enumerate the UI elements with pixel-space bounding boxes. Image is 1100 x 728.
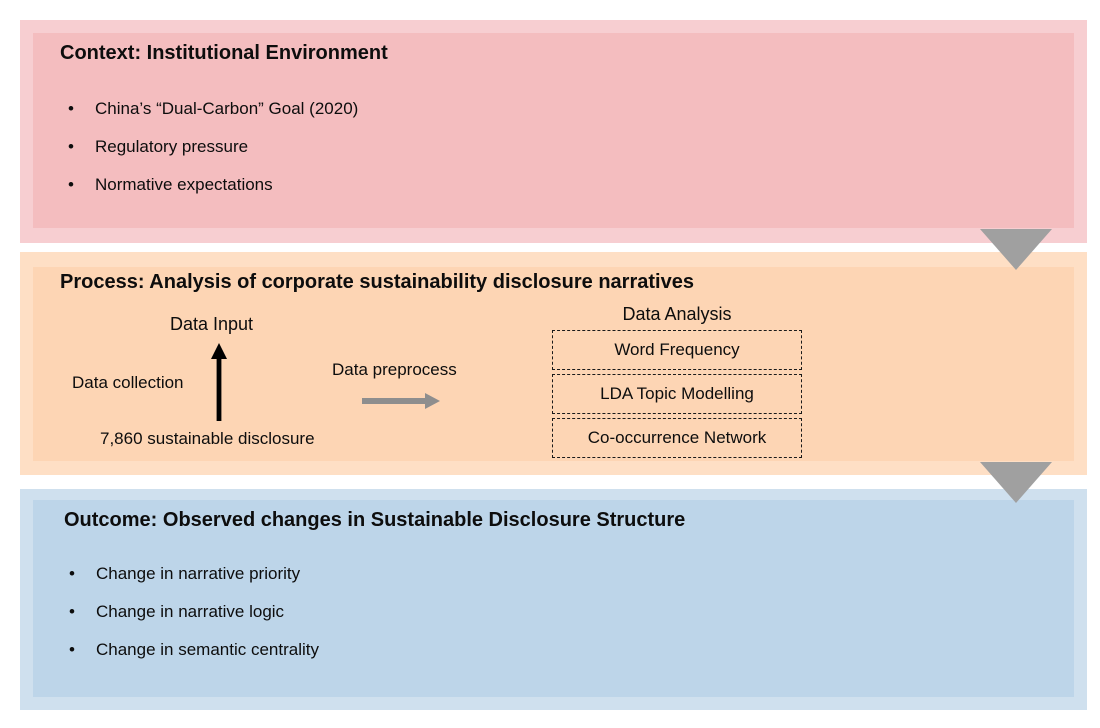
bullet-text: Normative expectations xyxy=(95,175,273,194)
bullet-icon: • xyxy=(68,175,74,194)
bullet-icon: • xyxy=(69,564,75,583)
up-arrow-icon xyxy=(211,343,227,421)
context-band: Context: Institutional Environment • Chi… xyxy=(20,20,1087,243)
process-title: Process: Analysis of corporate sustainab… xyxy=(60,271,694,293)
bullet-text: China’s “Dual-Carbon” Goal (2020) xyxy=(95,99,359,118)
context-box: Context: Institutional Environment • Chi… xyxy=(33,33,1074,228)
bullet-icon: • xyxy=(68,137,74,156)
list-item: • Change in narrative priority xyxy=(69,564,300,584)
outcome-box: Outcome: Observed changes in Sustainable… xyxy=(33,500,1074,697)
down-triangle-icon xyxy=(980,462,1052,503)
method-box-lda-topic-modelling: LDA Topic Modelling xyxy=(552,374,802,414)
data-count-label: 7,860 sustainable disclosure xyxy=(100,429,315,448)
bullet-icon: • xyxy=(69,602,75,621)
list-item: • China’s “Dual-Carbon” Goal (2020) xyxy=(68,99,358,119)
bullet-text: Change in semantic centrality xyxy=(96,640,320,659)
outcome-title: Outcome: Observed changes in Sustainable… xyxy=(64,509,686,531)
context-title: Context: Institutional Environment xyxy=(60,42,388,64)
bullet-text: Regulatory pressure xyxy=(95,137,249,156)
right-arrow-icon xyxy=(362,393,440,409)
down-triangle-icon xyxy=(980,229,1052,270)
data-collection-label: Data collection xyxy=(72,373,184,392)
list-item: • Normative expectations xyxy=(68,175,273,195)
bullet-text: Change in narrative priority xyxy=(96,564,301,583)
bullet-text: Change in narrative logic xyxy=(96,602,285,621)
list-item: • Regulatory pressure xyxy=(68,137,248,157)
list-item: • Change in narrative logic xyxy=(69,602,284,622)
method-box-word-frequency: Word Frequency xyxy=(552,330,802,370)
process-box: Process: Analysis of corporate sustainab… xyxy=(33,267,1074,461)
data-preprocess-label: Data preprocess xyxy=(332,360,457,379)
outcome-band: Outcome: Observed changes in Sustainable… xyxy=(20,489,1087,710)
data-input-label: Data Input xyxy=(170,314,254,334)
process-band: Process: Analysis of corporate sustainab… xyxy=(20,252,1087,475)
method-box-co-occurrence-network: Co-occurrence Network xyxy=(552,418,802,458)
bullet-icon: • xyxy=(68,99,74,118)
list-item: • Change in semantic centrality xyxy=(69,640,319,660)
data-analysis-label: Data Analysis xyxy=(622,304,732,324)
bullet-icon: • xyxy=(69,640,75,659)
analysis-method-list: Word Frequency LDA Topic Modelling Co-oc… xyxy=(552,330,802,462)
